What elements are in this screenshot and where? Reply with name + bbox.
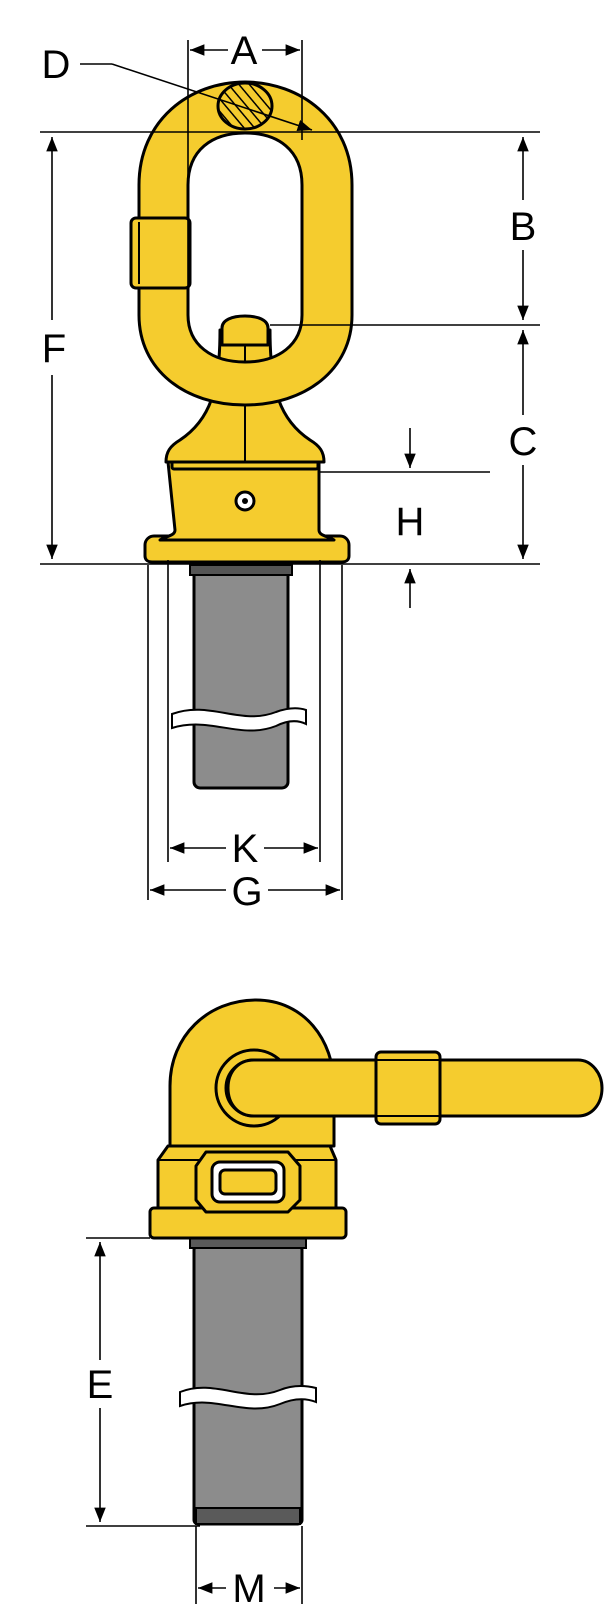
front-eye-sleeve bbox=[129, 216, 192, 290]
front-eye-ring bbox=[137, 80, 354, 407]
label-G: G bbox=[231, 870, 262, 914]
side-shank-break bbox=[179, 1385, 317, 1410]
side-handle-sleeve bbox=[374, 1050, 442, 1126]
front-shank bbox=[192, 568, 290, 790]
side-shank-thread-end bbox=[195, 1507, 301, 1525]
label-K: K bbox=[232, 827, 259, 871]
label-C: C bbox=[509, 420, 538, 464]
label-B: B bbox=[510, 205, 537, 249]
side-view-dimensions: E M bbox=[86, 1237, 303, 1611]
front-shank-break bbox=[171, 707, 307, 732]
label-H: H bbox=[396, 500, 425, 544]
front-base-flange bbox=[143, 534, 351, 564]
front-view bbox=[129, 80, 354, 790]
front-pin-top bbox=[220, 314, 270, 347]
front-ring-section-hatch bbox=[216, 81, 274, 131]
label-M: M bbox=[232, 1567, 265, 1611]
front-shank-collar bbox=[189, 564, 293, 576]
side-view bbox=[148, 998, 604, 1526]
label-F: F bbox=[42, 327, 66, 371]
side-shank bbox=[192, 1244, 304, 1526]
label-E: E bbox=[87, 1363, 114, 1407]
label-A: A bbox=[231, 29, 258, 73]
front-view-dimensions: A D F B C H K bbox=[40, 29, 540, 914]
front-lock-pin-center bbox=[242, 498, 248, 504]
label-D: D bbox=[42, 43, 71, 87]
side-lock-key bbox=[218, 1168, 278, 1196]
